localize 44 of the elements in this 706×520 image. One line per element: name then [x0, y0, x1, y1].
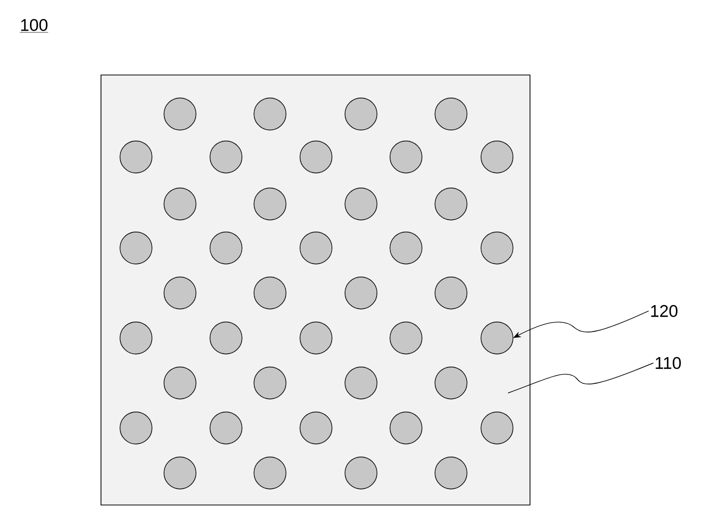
particle — [164, 276, 196, 310]
particle — [344, 276, 378, 310]
particle — [480, 140, 514, 174]
particle — [164, 188, 196, 220]
particle — [164, 366, 196, 400]
particle — [300, 412, 332, 444]
particle — [480, 232, 514, 264]
particle — [300, 322, 332, 354]
particle — [390, 232, 422, 264]
particle — [344, 188, 378, 220]
particle — [300, 140, 332, 174]
particle — [120, 140, 152, 174]
particle — [300, 232, 332, 264]
particle — [344, 98, 378, 130]
particle — [434, 98, 468, 130]
particle — [210, 412, 242, 444]
particle — [480, 322, 514, 354]
particle — [434, 456, 468, 490]
particle — [210, 232, 242, 264]
particle — [434, 276, 468, 310]
particle — [254, 98, 286, 130]
particle — [120, 322, 152, 354]
particle — [434, 366, 468, 400]
particle — [120, 232, 152, 264]
figure-number: 100 — [20, 19, 48, 33]
reference-numeral: 110 — [656, 357, 681, 369]
particle — [390, 322, 422, 354]
particle — [254, 456, 286, 490]
particle — [434, 188, 468, 220]
particle — [254, 276, 286, 310]
particle — [344, 456, 378, 490]
particle — [254, 366, 286, 400]
particle — [390, 140, 422, 174]
particle — [210, 140, 242, 174]
particle — [164, 98, 196, 130]
particle — [390, 412, 422, 444]
leader-line — [508, 362, 654, 394]
particle — [164, 456, 196, 490]
reference-numeral: 120 — [651, 305, 678, 317]
particle — [120, 412, 152, 444]
particle — [344, 366, 378, 400]
particle — [254, 188, 286, 220]
particle — [480, 412, 514, 444]
particle — [210, 322, 242, 354]
